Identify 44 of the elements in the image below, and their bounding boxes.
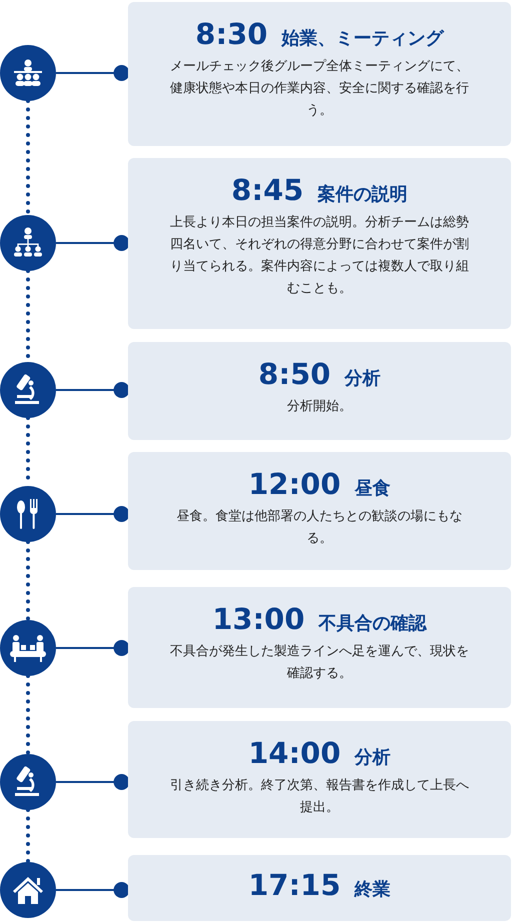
connector-line xyxy=(56,382,130,398)
card-title: 分析 xyxy=(344,367,381,390)
connector-line xyxy=(56,65,130,81)
card-title: 始業、ミーティング xyxy=(282,27,444,50)
icon-circle xyxy=(0,215,56,271)
connector-line xyxy=(56,506,130,522)
card-description: 分析開始。 xyxy=(286,398,353,416)
card-description: 引き続き分析。終了次第、報告書を作成して上長へ提出。 xyxy=(170,777,470,817)
dotted-connector xyxy=(26,540,30,622)
connector-line xyxy=(56,882,130,898)
icon-circle xyxy=(0,486,56,542)
icon-circle xyxy=(0,754,56,810)
card-description: メールチェック後グループ全体ミーティングにて、健康状態や本日の作業内容、安全に関する確認を行う。 xyxy=(170,58,470,120)
time-label: 14:00 xyxy=(248,735,341,771)
card-description: 不具合が発生した製造ラインへ足を運んで、現状を確認する。 xyxy=(170,643,470,683)
timeline-card xyxy=(128,452,511,570)
time-label: 12:00 xyxy=(248,466,341,502)
time-label: 17:15 xyxy=(248,867,341,903)
time-label: 8:50 xyxy=(258,356,331,392)
card-description: 昼食。食堂は他部署の人たちとの歓談の場にもなる。 xyxy=(176,508,464,548)
card-title: 不具合の確認 xyxy=(318,612,427,635)
time-label: 8:30 xyxy=(195,16,268,52)
dotted-connector xyxy=(26,674,30,756)
timeline-card xyxy=(128,721,511,838)
card-title: 終業 xyxy=(354,878,391,901)
card-title: 分析 xyxy=(354,746,391,769)
connector-line xyxy=(56,774,130,790)
timeline-card xyxy=(128,587,511,708)
card-description: 上長より本日の担当案件の説明。分析チームは総勢四名いて、それぞれの得意分野に合わせて案件が割り当てられる。案件内容によっては複数人で取り組むことも。 xyxy=(170,214,470,298)
connector-line xyxy=(56,640,130,656)
time-label: 8:45 xyxy=(231,172,304,208)
icon-circle xyxy=(0,362,56,418)
card-title: 案件の説明 xyxy=(318,183,408,206)
icon-circle xyxy=(0,862,56,918)
timeline-card xyxy=(128,342,511,440)
timeline-card xyxy=(128,2,511,146)
time-label: 13:00 xyxy=(212,601,305,637)
icon-circle xyxy=(0,620,56,676)
dotted-connector xyxy=(26,808,30,864)
timeline-card xyxy=(128,158,511,329)
card-title: 昼食 xyxy=(354,477,391,500)
icon-circle xyxy=(0,45,56,101)
timeline-card xyxy=(128,855,511,921)
connector-line xyxy=(56,235,130,251)
